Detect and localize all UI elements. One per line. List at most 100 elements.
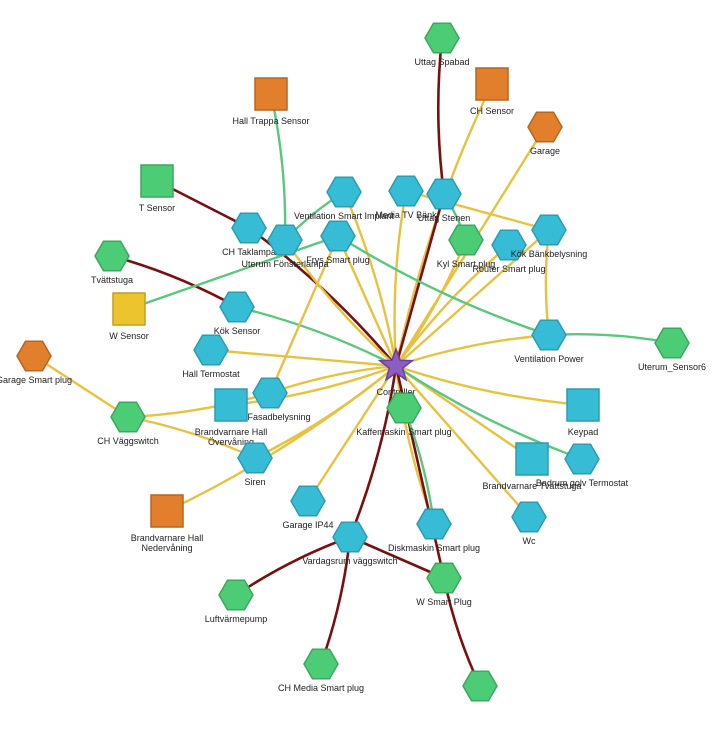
node-hexagon[interactable]	[426, 562, 462, 594]
node-brandvarnare-tvattstuga[interactable]: Brandvarnare Tvättstuga	[483, 442, 582, 491]
node-router-smart-plug[interactable]: Router Smart plug	[472, 229, 546, 274]
node-hexagon[interactable]	[386, 392, 422, 424]
node-garage[interactable]: Garage	[527, 111, 563, 156]
node-hexagon[interactable]	[237, 442, 273, 474]
node-label: Badrum golv Termostat	[536, 478, 629, 488]
node-uterum-fonsterlampa[interactable]: Uterum Fönsterlampa	[241, 224, 329, 269]
node-label: Garage IP44	[282, 520, 333, 530]
node-square[interactable]	[140, 164, 174, 198]
node-hexagon[interactable]	[320, 220, 356, 252]
node-ch-media-smart-plug[interactable]: CH Media Smart plug	[278, 648, 364, 693]
node-kaffemaskin-smart-plug[interactable]: Kaffemaskin Smart plug	[356, 392, 452, 437]
node-hexagon[interactable]	[564, 443, 600, 475]
node-hexagon[interactable]	[416, 508, 452, 540]
node-hexagon[interactable]	[426, 178, 462, 210]
node-hexagon[interactable]	[219, 291, 255, 323]
node-square[interactable]	[150, 494, 184, 528]
node-keypad[interactable]: Keypad	[566, 388, 600, 437]
node-hexagon[interactable]	[231, 212, 267, 244]
node-hexagon[interactable]	[448, 224, 484, 256]
node-ch-taklampa[interactable]: CH Taklampa	[222, 212, 276, 257]
node-ch-vaggswitch[interactable]: CH Väggswitch	[97, 401, 159, 446]
node-vardagsrum-vaggswitch[interactable]: Vardagsrum väggswitch	[302, 521, 398, 566]
node-w-sensor[interactable]: W Sensor	[109, 292, 149, 341]
link-ventilation_power-uterum_sensor6	[547, 333, 674, 345]
node-hexagon[interactable]	[290, 485, 326, 517]
node-hexagon[interactable]	[462, 670, 498, 702]
node-ventilation-smart-implant[interactable]: Ventilation Smart Implant	[294, 176, 395, 221]
link-kok_bankbelysning-ventilation_power	[544, 228, 551, 337]
node-hexagon[interactable]	[491, 229, 527, 261]
node-hexagon[interactable]	[332, 521, 368, 553]
link-controller-uttag_stenen	[394, 192, 446, 368]
node-hexagon[interactable]	[303, 648, 339, 680]
node-garage-smart-plug[interactable]: Garage Smart plug	[0, 340, 72, 385]
node-square[interactable]	[112, 292, 146, 326]
node-kyl-smart-plug[interactable]: Kyl Smart plug	[437, 224, 496, 269]
node-square[interactable]	[475, 67, 509, 101]
node-media-tv-bank[interactable]: Media TV Bänk	[375, 175, 437, 220]
node-hexagon[interactable]	[218, 579, 254, 611]
link-controller-ventilation_smart_implant	[342, 190, 398, 368]
node-diskmaskin-smart-plug[interactable]: Diskmaskin Smart plug	[388, 508, 480, 553]
node-uttag-spabad[interactable]: Uttag Spabad	[414, 22, 470, 67]
node-hexagon[interactable]	[424, 22, 460, 54]
node-kok-bankbelysning[interactable]: Kök Bänkbelysning	[511, 214, 588, 259]
node-hexagon[interactable]	[252, 377, 288, 409]
node-badrum-golv-termostat[interactable]: Badrum golv Termostat	[536, 443, 629, 488]
link-controller-w_smart_plug	[394, 364, 446, 580]
node-hexagon[interactable]	[326, 176, 362, 208]
link-siren-controller	[253, 364, 398, 460]
node-ch-sensor[interactable]: CH Sensor	[470, 67, 514, 116]
node-hexagon[interactable]	[531, 319, 567, 351]
node-square[interactable]	[214, 388, 248, 422]
node-star[interactable]	[377, 346, 415, 382]
node-label: Frys Smart plug	[306, 255, 370, 265]
node-siren[interactable]: Siren	[237, 442, 273, 487]
node-unnamed-bottom[interactable]	[462, 670, 498, 702]
node-hexagon[interactable]	[110, 401, 146, 433]
node-wc[interactable]: Wc	[511, 501, 547, 546]
node-garage-ip44[interactable]: Garage IP44	[282, 485, 334, 530]
node-label: W Smart Plug	[416, 597, 472, 607]
node-label: Garage Smart plug	[0, 375, 72, 385]
link-controller-keypad	[394, 364, 585, 407]
node-hall-trappa-sensor[interactable]: Hall Trappa Sensor	[232, 77, 310, 126]
node-hexagon[interactable]	[388, 175, 424, 207]
node-hall-termostat[interactable]: Hall Termostat	[182, 334, 240, 379]
node-hall-fasadbelysning[interactable]: Hall Fasadbelysning	[229, 377, 311, 422]
node-hexagon[interactable]	[267, 224, 303, 256]
node-hexagon[interactable]	[531, 214, 567, 246]
node-square[interactable]	[566, 388, 600, 422]
node-label: W Sensor	[109, 331, 149, 341]
node-uterum-sensor6[interactable]: Uterum_Sensor6	[638, 327, 706, 372]
node-controller[interactable]: Controller	[376, 346, 416, 397]
node-hexagon[interactable]	[527, 111, 563, 143]
node-hexagon[interactable]	[654, 327, 690, 359]
node-luftvarmepump[interactable]: Luftvärmepump	[205, 579, 268, 624]
node-kok-sensor[interactable]: Kök Sensor	[214, 291, 261, 336]
node-w-smart-plug[interactable]: W Smart Plug	[416, 562, 472, 607]
node-hexagon[interactable]	[511, 501, 547, 533]
node-t-sensor[interactable]: T Sensor	[139, 164, 175, 213]
node-uttag-stenen[interactable]: Uttag Stenen	[418, 178, 471, 223]
node-hexagon[interactable]	[193, 334, 229, 366]
node-square[interactable]	[254, 77, 288, 111]
node-label: Ventilation Power	[514, 354, 584, 364]
node-frys-smart-plug[interactable]: Frys Smart plug	[306, 220, 370, 265]
node-tvattstuga[interactable]: Tvättstuga	[91, 240, 133, 285]
node-square[interactable]	[515, 442, 549, 476]
node-label: Tvättstuga	[91, 275, 133, 285]
node-label: Uterum_Sensor6	[638, 362, 706, 372]
node-label: Kök Sensor	[214, 326, 261, 336]
node-hexagon[interactable]	[94, 240, 130, 272]
link-garage_smart_plug-ch_vaggswitch	[32, 354, 130, 419]
link-controller-kok_sensor	[235, 305, 398, 368]
node-ventilation-power[interactable]: Ventilation Power	[514, 319, 584, 364]
node-hexagon[interactable]	[16, 340, 52, 372]
